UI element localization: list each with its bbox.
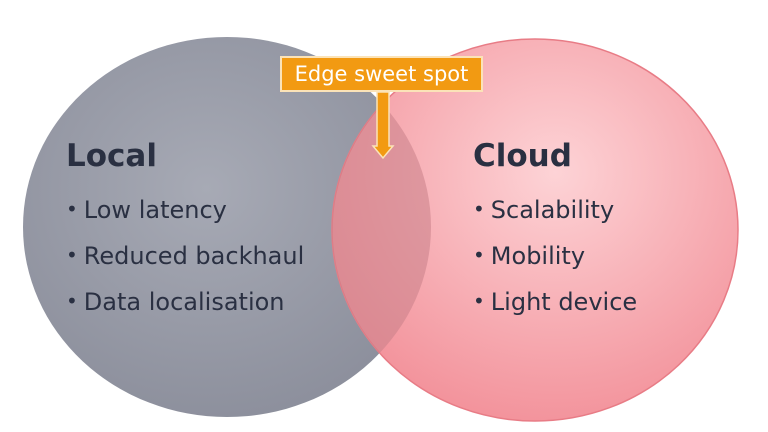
cloud-title: Cloud	[473, 138, 572, 174]
callout-arrow	[371, 91, 395, 160]
list-item: Scalability	[473, 192, 637, 238]
list-item: Light device	[473, 284, 637, 330]
list-item: Reduced backhaul	[66, 238, 304, 284]
list-item: Data localisation	[66, 284, 304, 330]
local-list: Low latency Reduced backhaul Data locali…	[66, 192, 304, 330]
local-title: Local	[66, 138, 157, 174]
cloud-list: Scalability Mobility Light device	[473, 192, 637, 330]
edge-sweet-spot-callout: Edge sweet spot	[280, 56, 483, 92]
list-item: Low latency	[66, 192, 304, 238]
list-item: Mobility	[473, 238, 637, 284]
